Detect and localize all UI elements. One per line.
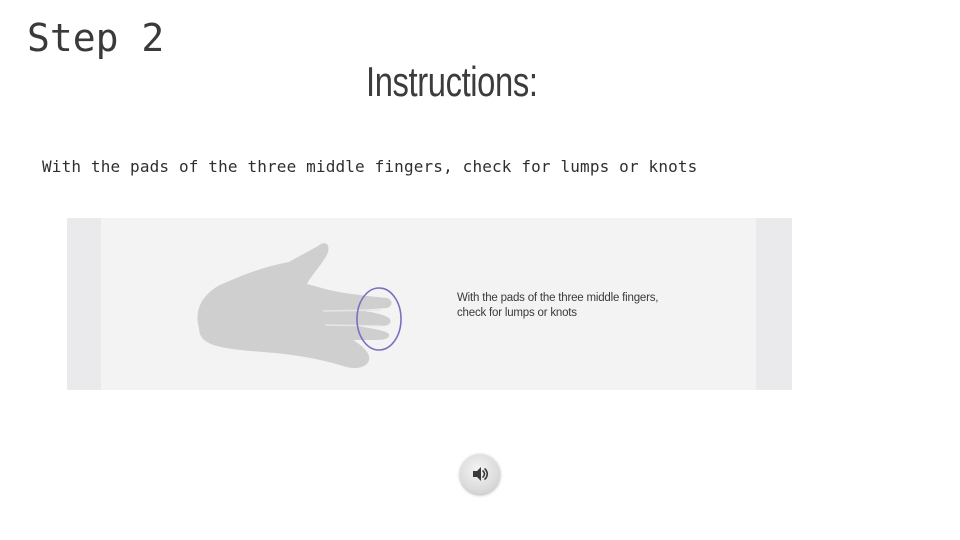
speaker-icon: [473, 467, 489, 481]
figure-caption: With the pads of the three middle finger…: [457, 292, 659, 319]
instruction-text: With the pads of the three middle finger…: [42, 157, 698, 176]
instructions-heading: Instructions:: [366, 58, 538, 105]
hand-icon: [197, 243, 402, 368]
figure-edge-left: [67, 218, 101, 390]
step-title: Step 2: [27, 16, 165, 60]
audio-play-button[interactable]: [460, 454, 500, 494]
figure-edge-right: [756, 218, 792, 390]
instruction-illustration: With the pads of the three middle finger…: [67, 218, 792, 390]
fingertip-highlight: [356, 287, 402, 351]
